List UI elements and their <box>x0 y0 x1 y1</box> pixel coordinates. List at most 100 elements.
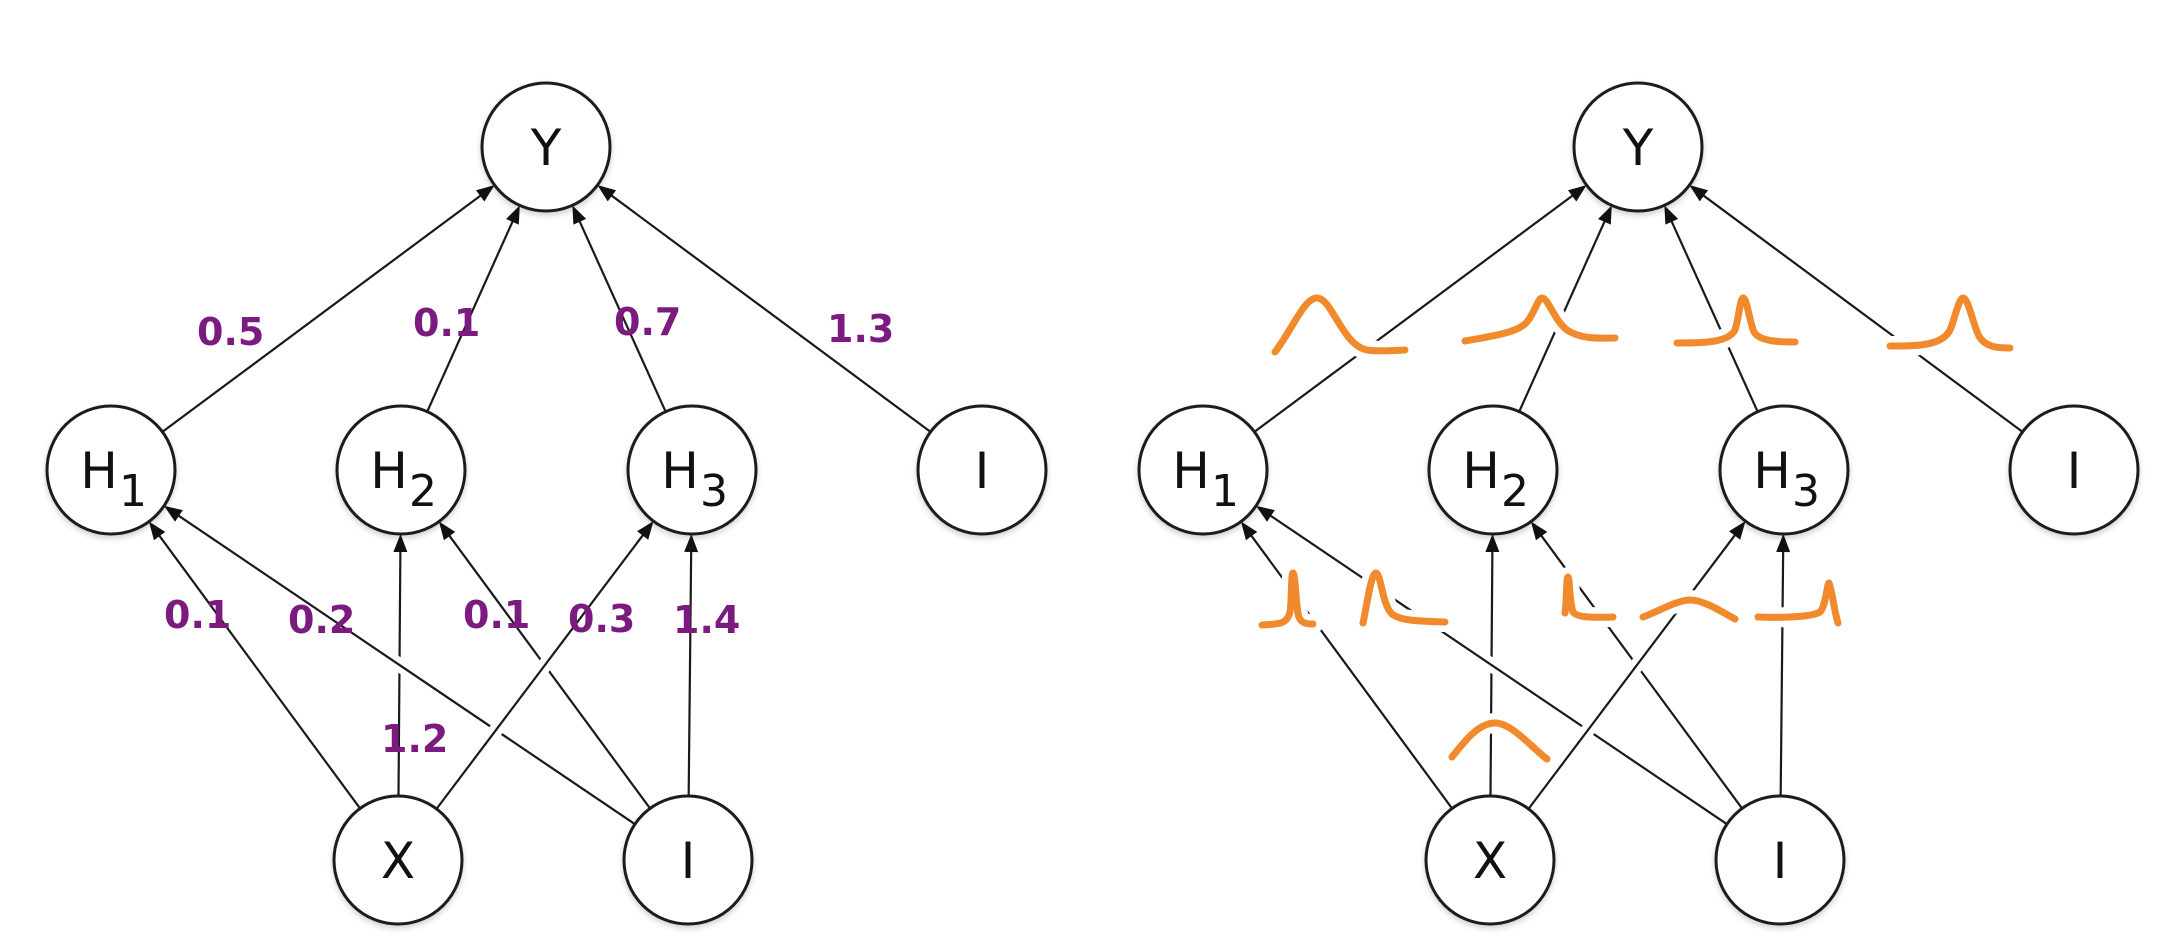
edge-line <box>161 192 485 433</box>
arrowhead-icon <box>438 521 456 541</box>
edge-line <box>175 512 636 826</box>
distribution-curve <box>1359 569 1449 627</box>
distribution-curve <box>1258 569 1317 629</box>
edge-h3-to-y <box>572 205 667 413</box>
distribution-curve <box>1448 719 1551 763</box>
node-x: X <box>332 794 464 926</box>
edge-line <box>435 531 646 810</box>
node-circle <box>916 404 1048 536</box>
arrowhead-icon <box>475 185 495 202</box>
edge-h1-to-y <box>1253 185 1587 433</box>
node-circle <box>335 404 467 536</box>
weight-label-bias-h3: 1.4 <box>673 598 740 642</box>
node-label: Y <box>530 119 562 177</box>
node-b0: I <box>622 794 754 926</box>
edge-line <box>426 217 516 413</box>
weight-label-h3-y: 0.7 <box>614 300 681 344</box>
arrowhead-icon <box>1664 205 1679 225</box>
node-circle <box>1718 404 1850 536</box>
edge-line <box>1527 531 1738 810</box>
weight-label-x-h3: 0.3 <box>568 597 635 641</box>
arrowhead-icon <box>164 505 183 522</box>
node-circle <box>1427 404 1559 536</box>
weight-label-bias-y: 1.3 <box>827 307 894 351</box>
node-circle <box>1714 794 1846 926</box>
node-y: Y <box>1572 81 1704 213</box>
weight-distribution-x-h3 <box>1633 590 1745 629</box>
weight-label-h1-y: 0.5 <box>197 310 264 354</box>
weight-distribution-b0-h1 <box>1353 563 1455 633</box>
edge-b0-to-h3 <box>1774 533 1791 797</box>
node-b0: I <box>1714 794 1846 926</box>
arrowhead-icon <box>1689 185 1709 202</box>
node-label: I <box>2067 442 2082 500</box>
arrowhead-icon <box>1776 533 1791 553</box>
arrowhead-icon <box>572 205 587 225</box>
edges-layer <box>148 185 932 826</box>
node-x: X <box>1424 794 1556 926</box>
weight-label-x-h1: 0.1 <box>164 593 231 637</box>
arrowhead-icon <box>506 205 520 225</box>
weight-distribution-b1-y <box>1880 288 2020 358</box>
node-circle <box>1137 404 1269 536</box>
edge-line <box>1267 512 1728 826</box>
distribution-curve <box>1639 596 1739 623</box>
weight-label-h2-y: 0.1 <box>413 301 480 345</box>
node-circle <box>45 404 177 536</box>
arrowhead-icon <box>684 533 699 553</box>
edge-line <box>577 217 667 413</box>
node-y: Y <box>480 81 612 213</box>
arrowhead-icon <box>1240 521 1258 541</box>
edge-h3-to-y <box>1664 205 1759 413</box>
edge-x-to-h1 <box>148 521 361 810</box>
edge-line <box>1700 192 2024 433</box>
node-label: X <box>1473 832 1507 890</box>
node-label: H <box>80 442 118 500</box>
weight-distribution-h1-y <box>1265 288 1415 362</box>
weight-label-x-h2: 1.2 <box>381 717 448 761</box>
weight-distribution-x-h2 <box>1442 713 1557 769</box>
arrowhead-icon <box>1485 533 1500 553</box>
distribution-curve <box>1561 573 1617 621</box>
node-circle <box>332 794 464 926</box>
node-circle <box>1424 794 1556 926</box>
edge-x-to-h3 <box>435 521 654 810</box>
node-circle <box>1572 81 1704 213</box>
node-label: Y <box>1622 119 1654 177</box>
node-circle <box>622 794 754 926</box>
weight-label-bias-h1: 0.2 <box>288 598 355 642</box>
weight-label-bias-h2: 0.1 <box>463 593 530 637</box>
node-label: H <box>1753 442 1791 500</box>
weight-distribution-b0-h2 <box>1555 567 1623 628</box>
edge-b0-to-h3 <box>682 533 699 797</box>
edge-line <box>1253 192 1577 433</box>
node-label: H <box>370 442 408 500</box>
node-subscript: 1 <box>119 466 147 517</box>
node-subscript: 2 <box>409 466 437 517</box>
edges-layer <box>1240 185 2024 826</box>
weight-distributions-layer <box>1252 288 2020 769</box>
edge-h2-to-y <box>426 205 520 413</box>
arrowhead-icon <box>1567 185 1587 202</box>
arrowhead-icon <box>1598 205 1612 225</box>
node-label: I <box>681 832 696 890</box>
distribution-curve <box>1886 294 2014 352</box>
distribution-curve <box>1673 294 1799 347</box>
node-subscript: 3 <box>700 466 728 517</box>
node-circle <box>2008 404 2140 536</box>
edge-line <box>687 547 693 797</box>
node-circle <box>480 81 612 213</box>
edge-b1-to-y <box>1689 185 2024 433</box>
distribution-curve <box>1754 579 1842 627</box>
